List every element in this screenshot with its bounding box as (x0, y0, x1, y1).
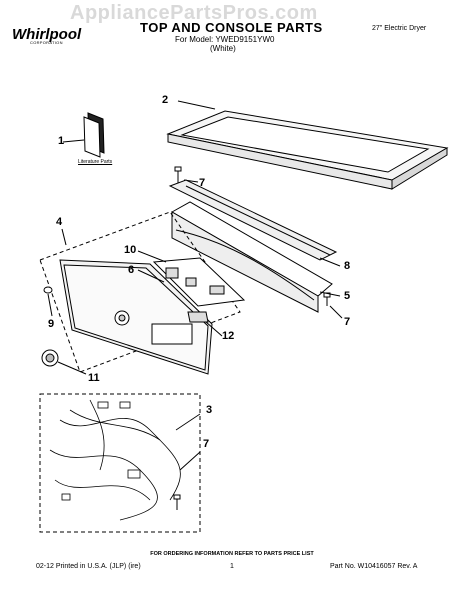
console-rail (168, 179, 341, 267)
callout-6: 6 (128, 264, 135, 276)
literature-booklet (62, 112, 105, 158)
product-line: 27" Electric Dryer (372, 25, 427, 32)
screw-bottom (173, 451, 201, 510)
console-panel (59, 259, 213, 375)
callout-7-top: 7 (199, 177, 206, 189)
top-panel (166, 100, 449, 190)
callout-7-bottom: 7 (203, 438, 210, 450)
callout-11: 11 (88, 372, 100, 384)
knob (41, 349, 87, 375)
literature-parts-label: Literature Parts (78, 159, 113, 165)
ordering-info: FOR ORDERING INFORMATION REFER TO PARTS … (150, 551, 314, 557)
footer-part-number: Part No. W10416057 Rev. A (330, 563, 418, 570)
badge (43, 286, 53, 317)
console-frame (170, 201, 341, 313)
wire-harness (49, 399, 201, 521)
screw-right (323, 292, 343, 319)
callout-7-right: 7 (344, 316, 351, 328)
footer-print-info: 02-12 Printed in U.S.A. (JLP) (ire) (36, 563, 141, 570)
callout-2: 2 (162, 94, 169, 106)
color-line: (White) (210, 44, 236, 53)
callout-10: 10 (124, 244, 137, 256)
callout-3: 3 (206, 404, 213, 416)
callout-9: 9 (48, 318, 55, 330)
callout-5: 5 (344, 290, 351, 302)
footer-page-number: 1 (230, 563, 234, 570)
bezel (187, 311, 223, 337)
callout-1: 1 (58, 135, 65, 147)
control-board (137, 250, 246, 307)
brand-logo: Whirlpool (12, 26, 82, 43)
watermark: AppliancePartsPros.com (70, 2, 318, 24)
callout-12: 12 (222, 330, 235, 342)
page-title: TOP AND CONSOLE PARTS (140, 20, 323, 35)
callout-4: 4 (56, 216, 63, 228)
model-line: For Model: YWED9151YW0 (175, 35, 275, 44)
harness-box (39, 393, 201, 533)
brand-subtitle: CORPORATION (30, 40, 63, 45)
callout-8: 8 (344, 260, 351, 272)
